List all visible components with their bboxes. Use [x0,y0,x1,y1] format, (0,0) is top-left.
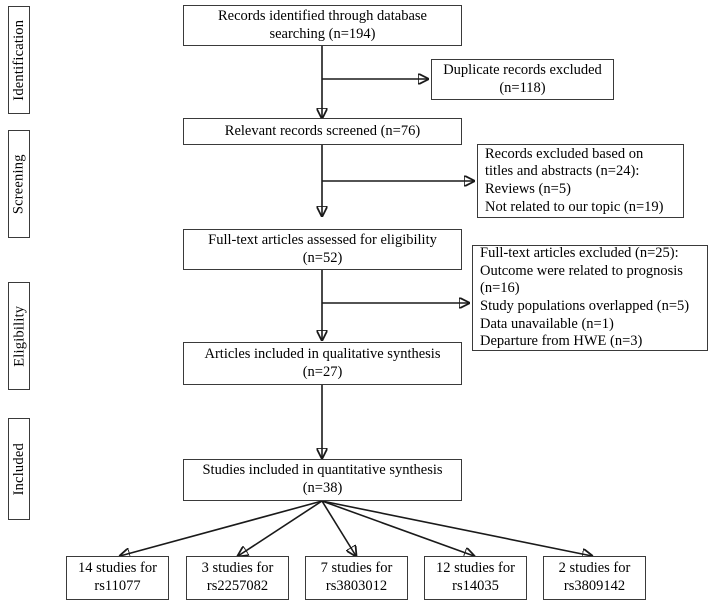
box-outcome-rs11077-text: 14 studies for rs11077 [78,560,157,594]
stage-label-identification-text: Identification [10,19,27,101]
stage-label-included-text: Included [10,442,27,496]
box-outcome-rs11077: 14 studies for rs11077 [66,556,169,600]
box-outcome-rs3803012: 7 studies for rs3803012 [305,556,408,600]
box-relevant-screened-text: Relevant records screened (n=76) [224,122,421,139]
stage-label-identification: Identification [8,6,30,114]
box-duplicates-excluded: Duplicate records excluded (n=118) [431,59,614,100]
box-duplicates-excluded-text: Duplicate records excluded (n=118) [443,61,602,96]
box-qualitative-synthesis: Articles included in qualitative synthes… [183,342,462,385]
stage-label-screening: Screening [8,130,30,238]
box-records-identified: Records identified through database sear… [183,5,462,46]
box-outcome-rs3803012-text: 7 studies for rs3803012 [320,560,393,594]
stage-label-eligibility-text: Eligibility [10,305,27,367]
box-outcome-rs3809142-text: 2 studies for rs3809142 [558,560,631,594]
box-quantitative-synthesis: Studies included in quantitative synthes… [183,459,462,501]
box-outcome-rs2257082: 3 studies for rs2257082 [186,556,289,600]
box-screening-excluded: Records excluded based on titles and abs… [477,144,684,218]
box-outcome-rs14035: 12 studies for rs14035 [424,556,527,600]
box-screening-excluded-text: Records excluded based on titles and abs… [485,145,664,215]
stage-label-eligibility: Eligibility [8,282,30,390]
box-relevant-screened: Relevant records screened (n=76) [183,118,462,145]
box-quantitative-synthesis-text: Studies included in quantitative synthes… [202,462,443,496]
box-eligibility-excluded: Full-text articles excluded (n=25): Outc… [472,245,708,351]
stage-label-screening-text: Screening [10,154,27,214]
box-fulltext-assessed-text: Full-text articles assessed for eligibil… [208,231,437,266]
box-outcome-rs2257082-text: 3 studies for rs2257082 [201,560,274,594]
box-fulltext-assessed: Full-text articles assessed for eligibil… [183,229,462,270]
box-records-identified-text: Records identified through database sear… [218,7,427,42]
box-eligibility-excluded-text: Full-text articles excluded (n=25): Outc… [480,244,690,350]
box-outcome-rs14035-text: 12 studies for rs14035 [436,560,515,594]
box-outcome-rs3809142: 2 studies for rs3809142 [543,556,646,600]
box-qualitative-synthesis-text: Articles included in qualitative synthes… [204,345,441,380]
stage-label-included: Included [8,418,30,520]
